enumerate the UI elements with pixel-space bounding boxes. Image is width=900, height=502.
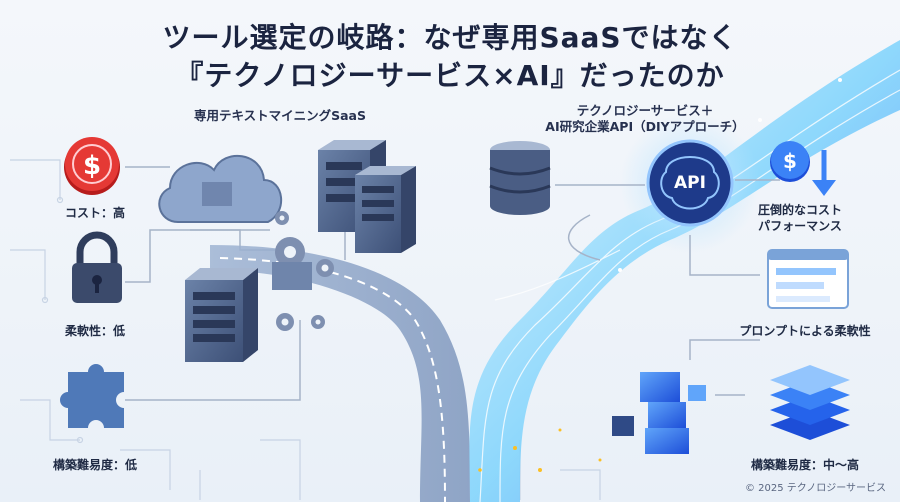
svg-text:$: $ [783, 149, 797, 173]
layered-stack-icon [770, 365, 850, 440]
building-blocks-icon [612, 372, 706, 454]
server-icon [185, 268, 258, 362]
database-icon [489, 141, 551, 215]
right-cost-label-line-1: 圧倒的なコスト [757, 203, 842, 217]
left-difficulty-label: 構築難易度：低 [52, 458, 137, 472]
title-line-1: ツール選定の岐路：なぜ専用SaaSではなく [162, 21, 738, 54]
left-cost-label: コスト：高 [64, 206, 125, 220]
gear-icon [275, 211, 334, 331]
right-header-line-2: AI研究企業API（DIYアプローチ） [545, 119, 745, 134]
right-prompt-label: プロンプトによる柔軟性 [739, 324, 871, 338]
cost-red-coin-icon: $ [64, 137, 120, 195]
circuit-lines [10, 159, 601, 500]
blue-coin-down-icon: $ [770, 141, 836, 196]
padlock-icon [72, 231, 122, 303]
server-icon [355, 166, 416, 253]
right-difficulty-label: 構築難易度：中〜高 [750, 458, 859, 472]
cloud-icon [158, 154, 283, 223]
left-flexibility-label: 柔軟性：低 [64, 324, 125, 338]
sparkle-white-dots [618, 78, 842, 272]
svg-text:$: $ [83, 151, 101, 181]
left-road-center-line [219, 257, 446, 502]
right-header-line-1: テクノロジーサービス＋ [576, 103, 714, 118]
puzzle-piece-icon [60, 364, 124, 428]
ai-brain-icon [646, 139, 734, 227]
footer-copyright: © 2025 テクノロジーサービス [744, 483, 886, 494]
prompt-window-icon [767, 249, 849, 309]
right-connectors [555, 179, 780, 396]
title-line-2: 『テクノロジーサービス×AI』だったのか [175, 59, 725, 92]
gear-base-block [272, 262, 312, 290]
left-header: 専用テキストマイニングSaaS [193, 108, 366, 123]
api-label: API [674, 173, 706, 193]
right-cost-label-line-2: パフォーマンス [758, 219, 842, 233]
left-road [210, 245, 470, 502]
sparkle-dots [478, 428, 602, 472]
